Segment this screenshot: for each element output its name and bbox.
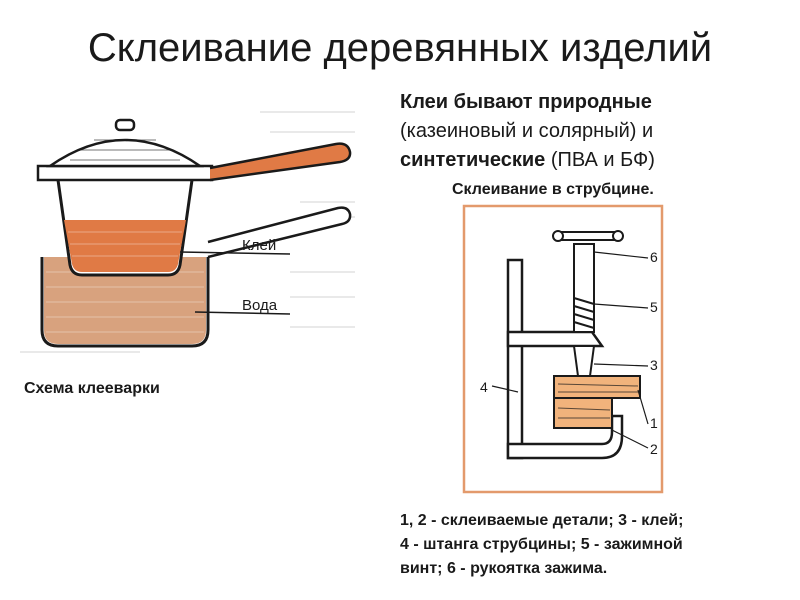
clamp-svg: 6 5 3 4 1 2 [462,204,664,494]
glue-pot-svg: Клей Вода [20,111,355,353]
page-title: Склеивание деревянных изделий [87,26,713,70]
clamp-label-1: 1 [650,415,658,431]
clamp-label-6: 6 [650,249,658,265]
intro-text: Клеи бывают природные (казеиновый и соля… [400,88,790,175]
legend-line-1: 1, 2 - склеиваемые детали; 3 - клей; [400,512,684,529]
clamp-label-5: 5 [650,299,658,315]
glue-fill [64,220,186,272]
intro-line-2: (казеиновый и солярный) и [400,120,654,142]
screw [573,243,595,333]
intro-line-1: Клеи бывают природные [400,91,652,113]
water-fill [44,257,206,344]
clamp-caption: Склеивание в струбцине. [452,181,654,198]
clamp-label-3: 3 [650,357,658,373]
glue-pot-diagram: Клей Вода [20,92,365,367]
label-water: Вода [242,297,278,314]
clamp-label-2: 2 [650,441,658,457]
glue-pot-caption: Схема клееварки [24,380,160,397]
legend-line-2: 4 - штанга струбцины; 5 - зажимной [400,536,683,553]
clamp-diagram: 6 5 3 4 1 2 [462,204,672,496]
legend-line-3: винт; 6 - рукоятка зажима. [400,560,608,577]
clamp-label-4: 4 [480,379,488,395]
clamp-legend: 1, 2 - склеиваемые детали; 3 - клей; 4 -… [400,509,790,581]
label-glue: Клей [242,237,276,254]
intro-line-3: синтетические (ПВА и БФ) [400,149,655,171]
